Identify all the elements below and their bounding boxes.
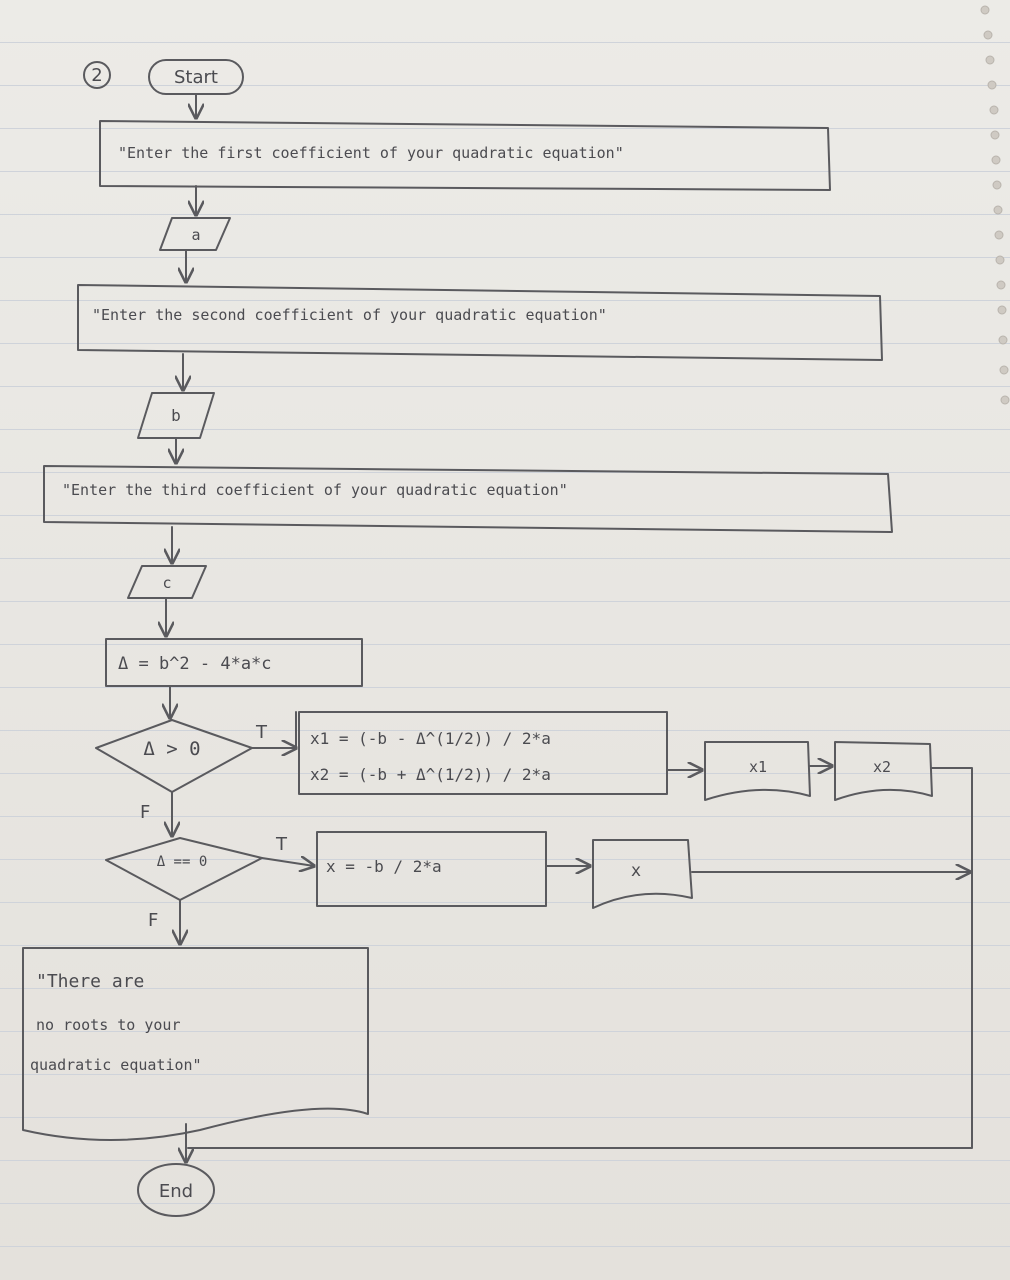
merge-line — [187, 871, 973, 1149]
delta-formula-text: Δ = b^2 - 4*a*c — [118, 654, 272, 674]
spiral-binding — [980, 5, 1010, 405]
step-number-text: 2 — [91, 65, 102, 86]
false-label-2: F — [148, 910, 158, 931]
root-x1-text: x1 = (-b - Δ^(1/2)) / 2*a — [310, 729, 551, 748]
end-terminal: End — [137, 1163, 215, 1217]
prompt-b-text: "Enter the second coefficient of your qu… — [92, 306, 607, 324]
input-c-parallelogram: c — [127, 565, 207, 599]
prompt-c-document: "Enter the third coefficient of your qua… — [43, 465, 893, 533]
no-roots-line-1: "There are — [36, 971, 144, 992]
input-b-parallelogram: b — [137, 392, 215, 439]
true-label-1: T — [255, 722, 268, 743]
prompt-b-document: "Enter the second coefficient of your qu… — [77, 284, 883, 361]
true-label-2: T — [275, 834, 288, 855]
decision-delta-positive: Δ > 0 — [95, 719, 253, 793]
decision-2-text: Δ == 0 — [157, 854, 208, 870]
output-x1-text: x1 — [749, 758, 767, 776]
output-x2-document: x2 — [834, 741, 933, 801]
step-number-badge: 2 — [83, 61, 111, 89]
prompt-c-text: "Enter the third coefficient of your qua… — [62, 481, 568, 499]
output-x-text: x — [631, 861, 641, 881]
no-roots-line-3: quadratic equation" — [30, 1056, 202, 1074]
start-label: Start — [174, 67, 218, 88]
output-x-document: x — [592, 839, 693, 909]
end-label: End — [159, 1181, 193, 1202]
input-b-text: b — [171, 406, 181, 425]
input-a-parallelogram: a — [159, 217, 231, 251]
false-label-1: F — [140, 802, 150, 823]
no-roots-line-2: no roots to your — [36, 1016, 181, 1034]
input-c-text: c — [162, 574, 171, 592]
root-x2-text: x2 = (-b + Δ^(1/2)) / 2*a — [310, 765, 551, 784]
two-roots-process-box: x1 = (-b - Δ^(1/2)) / 2*a x2 = (-b + Δ^(… — [298, 711, 668, 795]
start-terminal: Start — [148, 59, 244, 95]
output-x2-text: x2 — [873, 758, 891, 776]
prompt-a-text: "Enter the first coefficient of your qua… — [118, 144, 624, 162]
prompt-a-document: "Enter the first coefficient of your qua… — [99, 120, 831, 191]
single-root-process-box: x = -b / 2*a — [316, 831, 547, 907]
output-x1-document: x1 — [704, 741, 811, 801]
single-root-text: x = -b / 2*a — [326, 857, 442, 876]
decision-delta-zero: Δ == 0 — [105, 837, 263, 901]
input-a-text: a — [191, 226, 200, 244]
decision-1-text: Δ > 0 — [143, 738, 200, 760]
delta-process-box: Δ = b^2 - 4*a*c — [105, 638, 363, 687]
no-roots-document: "There are no roots to your quadratic eq… — [22, 947, 369, 1141]
